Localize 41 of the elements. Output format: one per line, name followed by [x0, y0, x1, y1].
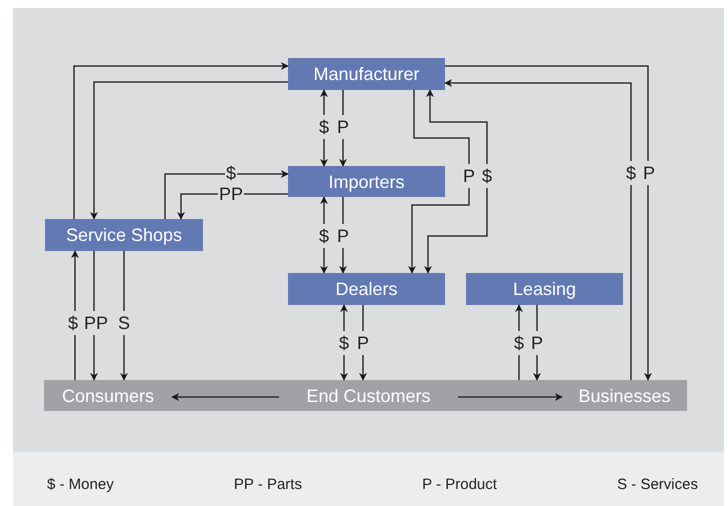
process-box: Manufacturer [288, 58, 445, 90]
legend-text: S - Services [617, 475, 698, 495]
arrow [73, 62, 289, 219]
edge-label: S [117, 311, 131, 335]
edge-label: $ [481, 164, 493, 188]
edge-label: P [336, 224, 350, 248]
process-box: Leasing [466, 273, 623, 305]
legend-text: PP - Parts [234, 475, 302, 495]
edge-label: $ [318, 115, 330, 139]
arrow [424, 89, 488, 274]
customer-label: Businesses [562, 380, 687, 411]
arrow [90, 81, 288, 220]
edge-label: P [336, 115, 350, 139]
edge-label: $ [67, 311, 79, 335]
edge-label: P [530, 331, 544, 355]
arrow [120, 251, 128, 381]
arrow [458, 393, 563, 401]
process-box: Service Shops [45, 219, 203, 251]
arrow [171, 393, 279, 401]
edge-label: $ [625, 161, 637, 185]
arrow [71, 250, 79, 380]
customer-bar [44, 380, 687, 411]
edge-label: $ [318, 224, 330, 248]
arrow [339, 197, 347, 274]
arrow [339, 90, 347, 167]
process-box: Importers [288, 166, 445, 197]
arrow [164, 170, 289, 219]
legend-text: $ - Money [47, 475, 114, 495]
arrow [359, 305, 367, 381]
edge-label: PP [83, 311, 109, 335]
edge-label: $ [338, 331, 350, 355]
customer-label: Consumers [44, 380, 172, 411]
edge-label: $ [513, 331, 525, 355]
edge-label: P [356, 331, 370, 355]
edge-label: P [462, 164, 476, 188]
process-box: Dealers [288, 273, 445, 305]
customer-label: End Customers [279, 380, 458, 411]
edge-label: P [642, 161, 656, 185]
arrow [533, 305, 541, 381]
arrow [408, 90, 470, 274]
legend-text: P - Product [422, 475, 497, 495]
